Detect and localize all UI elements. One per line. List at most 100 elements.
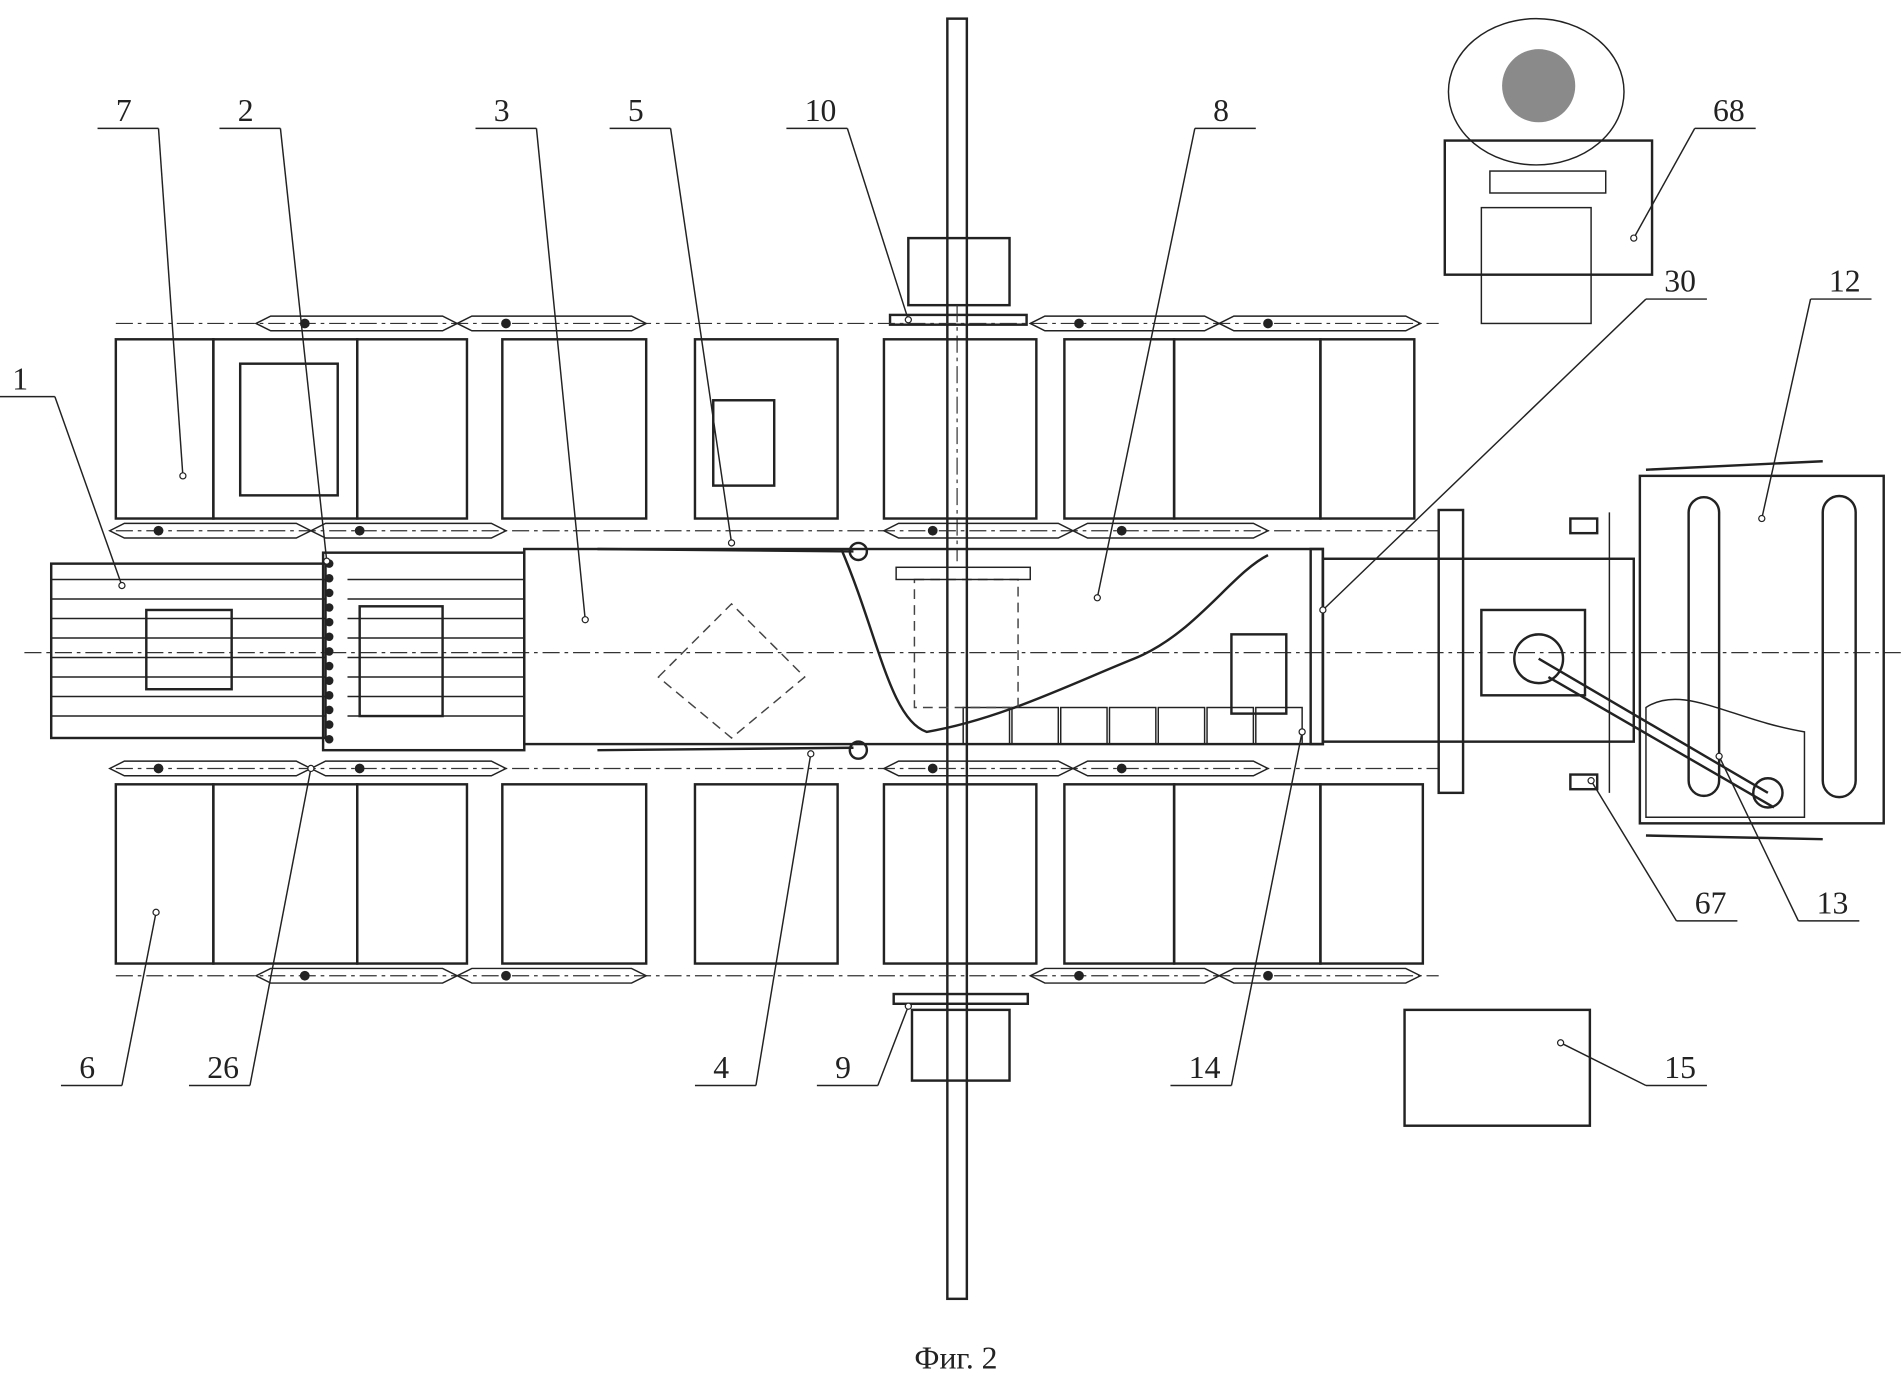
- chain-roller: [501, 319, 511, 329]
- leader-line: [1591, 781, 1676, 921]
- conveyor-section-bottom: [357, 784, 467, 963]
- leader-line: [671, 128, 732, 543]
- chain-roller: [300, 971, 310, 981]
- leader-line: [1762, 299, 1811, 518]
- pin-26: [325, 589, 334, 598]
- label-number: 13: [1817, 886, 1849, 921]
- window: [240, 364, 338, 496]
- leader-line: [878, 1006, 908, 1085]
- cell: [1061, 708, 1107, 745]
- label-number: 30: [1664, 264, 1696, 299]
- label-number: 67: [1695, 886, 1727, 921]
- label-number: 15: [1664, 1050, 1696, 1085]
- label-10: 10: [786, 93, 911, 323]
- flange: [1439, 510, 1463, 793]
- control-box-15: [1405, 1010, 1590, 1126]
- label-5: 5: [610, 93, 735, 546]
- chain-roller: [154, 764, 164, 774]
- hidden-rotated-part: [658, 604, 804, 738]
- sensor-67: [1570, 519, 1597, 534]
- conveyor-section-bottom: [502, 784, 646, 963]
- leader-dot: [308, 765, 314, 771]
- frame-2: [323, 553, 524, 751]
- leader-line: [847, 128, 908, 319]
- leader-line: [756, 754, 811, 1086]
- leader-line: [122, 912, 156, 1085]
- tube-3: [524, 549, 1323, 744]
- conveyor-section-top: [1320, 339, 1414, 518]
- cell: [1110, 708, 1156, 745]
- joint: [1514, 634, 1563, 683]
- leader-dot: [153, 909, 159, 915]
- label-number: 14: [1189, 1050, 1221, 1085]
- piston: [1231, 634, 1286, 713]
- label-number: 7: [116, 93, 132, 128]
- leader-line: [1097, 128, 1195, 597]
- leader-dot: [1558, 1040, 1564, 1046]
- label-2: 2: [219, 93, 329, 564]
- conveyor-section-top: [884, 339, 1036, 518]
- leader-dot: [1759, 515, 1765, 521]
- figure-caption: Фиг. 2: [914, 1340, 997, 1375]
- conveyor-section-bottom: [1320, 784, 1422, 963]
- cell: [1158, 708, 1204, 745]
- leader-dot: [1588, 778, 1594, 784]
- pin-26: [325, 633, 334, 642]
- label-number: 68: [1713, 93, 1745, 128]
- label-4: 4: [695, 751, 814, 1086]
- pin-26: [325, 706, 334, 715]
- conveyor-section-bottom: [213, 784, 357, 963]
- label-number: 6: [79, 1050, 95, 1085]
- leader-dot: [1299, 729, 1305, 735]
- chain-roller: [355, 526, 365, 536]
- leader-line: [1634, 128, 1695, 238]
- leader-line: [1323, 299, 1646, 610]
- feed-rails-1: [51, 564, 325, 738]
- pin-26: [325, 691, 334, 700]
- leader-line: [159, 128, 183, 475]
- chain-roller: [1117, 526, 1127, 536]
- label-9: 9: [817, 1003, 911, 1085]
- cell: [1012, 708, 1058, 745]
- conveyor-section-bottom: [695, 784, 838, 963]
- pin-26: [325, 735, 334, 744]
- leader-line: [536, 128, 585, 619]
- carriage: [360, 606, 443, 716]
- label-number: 12: [1829, 264, 1861, 299]
- conveyor-section-bottom: [116, 784, 214, 963]
- leader-line: [1561, 1043, 1646, 1086]
- leader-dot: [808, 751, 814, 757]
- label-number: 9: [835, 1050, 851, 1085]
- vertical-shaft: [947, 19, 967, 1299]
- leader-dot: [1320, 607, 1326, 613]
- plate: [896, 567, 1030, 579]
- rail: [1646, 836, 1823, 840]
- chain-roller: [355, 764, 365, 774]
- pin-26: [325, 720, 334, 729]
- machine-structure: [24, 19, 1902, 1299]
- tube: [1323, 559, 1634, 742]
- conveyor-section-top: [502, 339, 646, 518]
- monitor: [1481, 208, 1591, 324]
- chain-roller: [1263, 971, 1273, 981]
- chain-roller: [154, 526, 164, 536]
- leader-line: [250, 768, 311, 1085]
- pin-26: [325, 574, 334, 583]
- label-7: 7: [98, 93, 186, 479]
- label-1: 1: [0, 361, 125, 588]
- label-number: 3: [494, 93, 510, 128]
- label-26: 26: [189, 765, 314, 1085]
- rail: [1646, 461, 1823, 470]
- conveyor-section-top: [695, 339, 838, 518]
- slot: [1689, 497, 1719, 796]
- table-12: [1640, 476, 1884, 823]
- label-12: 12: [1759, 264, 1872, 522]
- leader-dot: [119, 583, 125, 589]
- chain-roller: [1074, 971, 1084, 981]
- label-number: 26: [207, 1050, 239, 1085]
- label-67: 67: [1588, 778, 1737, 921]
- seal-30: [1311, 549, 1323, 744]
- label-number: 8: [1213, 93, 1229, 128]
- leader-line: [55, 397, 122, 586]
